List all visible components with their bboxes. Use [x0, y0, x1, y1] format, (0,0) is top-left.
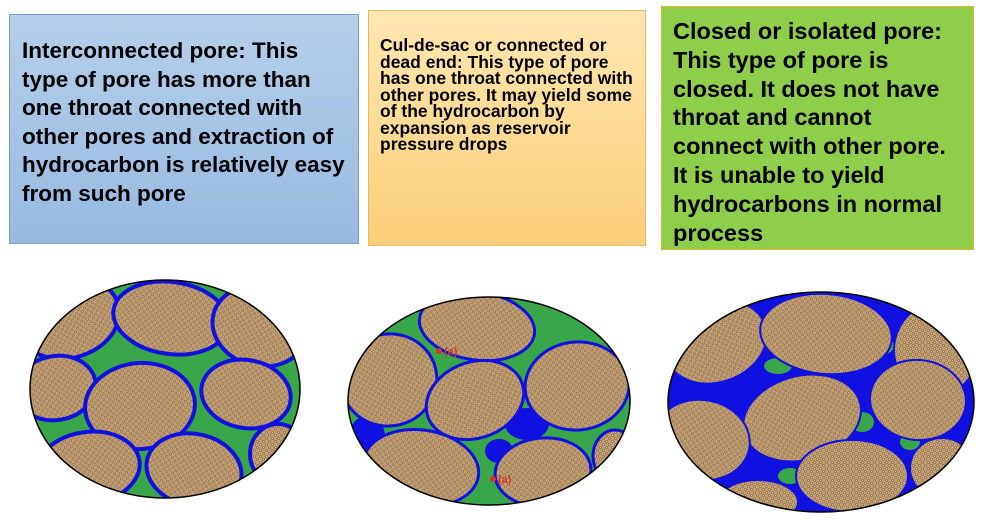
dead-end-pore-text: Cul-de-sac or connected or dead end: Thi… [380, 35, 633, 154]
interconnected-pore-box: Interconnected pore: This type of pore h… [9, 14, 359, 244]
dead-end-pore-diagram: (a) (a) [347, 296, 631, 506]
grain [909, 437, 974, 499]
isolated-pore-diagram [667, 291, 975, 513]
dead-end-pore-box: Cul-de-sac or connected or dead end: Thi… [368, 10, 646, 246]
interconnected-pore-diagram [29, 279, 301, 499]
grain [248, 422, 300, 486]
isolated-pore-text: Closed or isolated pore: This type of po… [673, 18, 946, 246]
grain [417, 297, 537, 363]
interconnected-pore-text: Interconnected pore: This type of pore h… [22, 38, 345, 206]
isolated-pore-box: Closed or isolated pore: This type of po… [661, 6, 974, 250]
marker-dot [436, 348, 442, 354]
marker-a-bottom: (a) [498, 474, 512, 486]
grain [869, 358, 967, 442]
grain [591, 428, 630, 484]
grain [83, 360, 197, 452]
marker-dot [490, 476, 496, 482]
marker-a-top: (a) [444, 346, 458, 358]
grain [795, 439, 909, 512]
grain [424, 358, 526, 442]
grain [759, 292, 893, 376]
grain [199, 357, 293, 431]
